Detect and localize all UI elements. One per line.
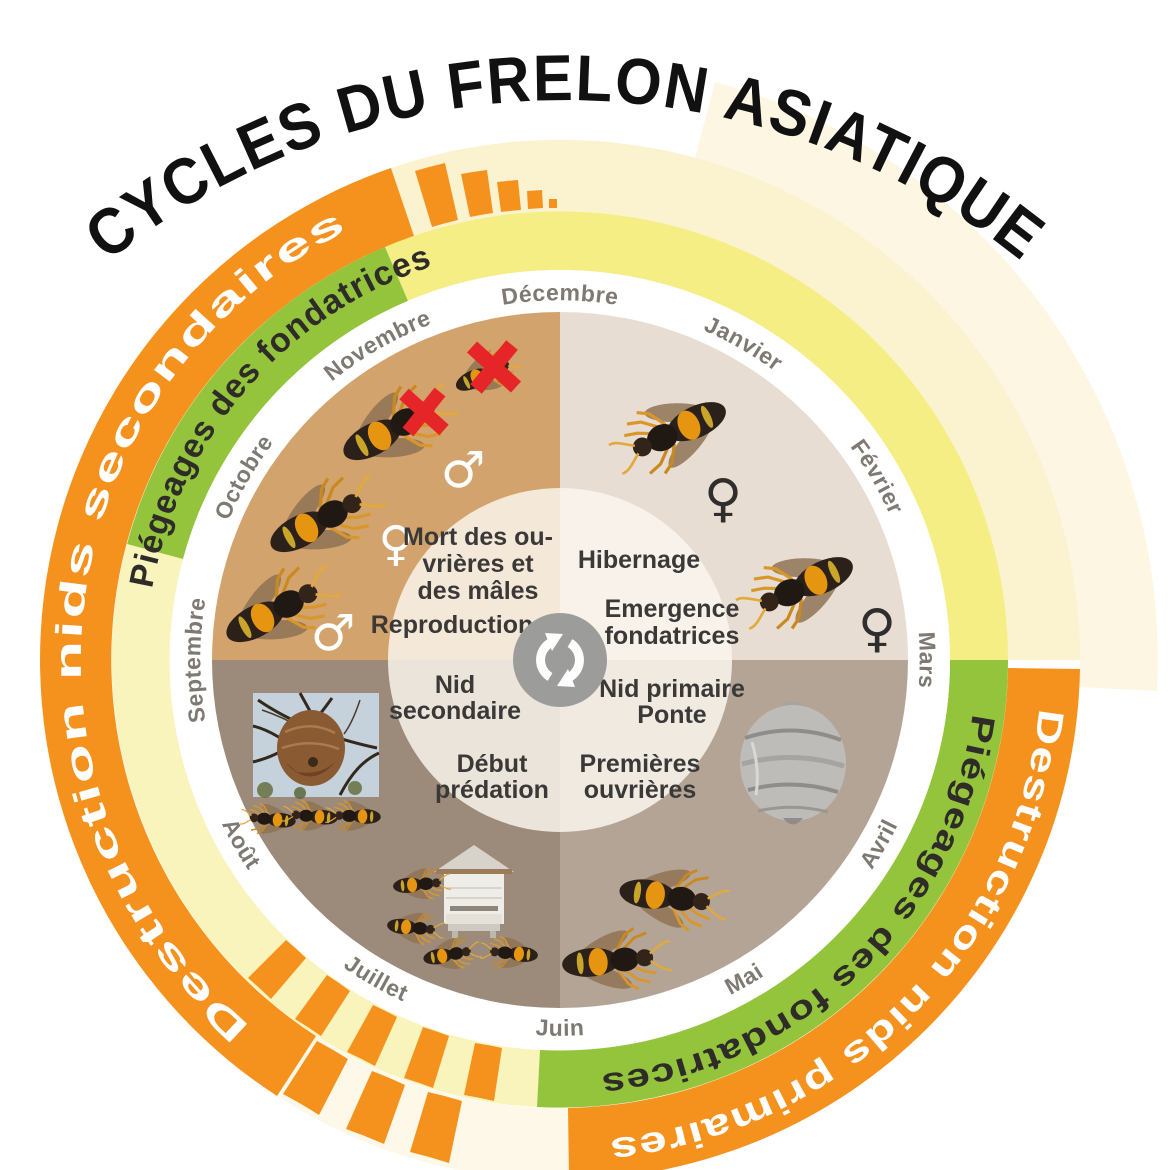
male-symbol: ♂ bbox=[441, 441, 486, 499]
label-hibernage: Hibernage bbox=[578, 546, 700, 574]
cream-band-right bbox=[391, 139, 1081, 660]
red-cross-kill-marker bbox=[399, 387, 449, 437]
label-nid-secondaire-line2: secondaire bbox=[389, 697, 521, 725]
orange-fade-stripes-top bbox=[415, 163, 557, 227]
label-emergence-line1: Emergence bbox=[605, 595, 740, 623]
label-nid-primaire-line2: Ponte bbox=[637, 701, 707, 729]
secondary-nest-photo bbox=[252, 692, 380, 799]
female-symbol: ♀ bbox=[378, 516, 413, 572]
label-emergence-line2: fondatrices bbox=[605, 622, 740, 650]
label-reproduction: Reproduction bbox=[371, 611, 534, 639]
label-nid-primaire-line1: Nid primaire bbox=[599, 675, 745, 703]
arc-destruction-primaires-band bbox=[568, 668, 1080, 1170]
cycle-arrows-icon bbox=[513, 613, 607, 707]
label-mort-line2: vrières et bbox=[422, 550, 534, 578]
female-symbol: ♀ bbox=[704, 469, 742, 529]
label-debut-line2: prédation bbox=[435, 776, 549, 804]
green-band-top-left bbox=[127, 247, 408, 559]
label-premieres-line1: Premières bbox=[580, 750, 701, 778]
label-debut-line1: Début bbox=[457, 750, 529, 778]
male-symbol: ♂ bbox=[311, 604, 356, 662]
label-mort-line1: Mort des ou- bbox=[403, 523, 553, 551]
beehive-illustration bbox=[434, 845, 514, 938]
inner-circle-spring bbox=[560, 660, 732, 832]
cream-band-bottom bbox=[277, 1036, 569, 1170]
green-band-bottom-right bbox=[537, 660, 1008, 1108]
female-symbol: ♀ bbox=[858, 599, 896, 659]
yellow-band-bright bbox=[385, 211, 1009, 660]
inner-circle-winter bbox=[560, 488, 732, 660]
orange-fade-stripes-bottom-outer bbox=[283, 1041, 462, 1163]
label-premieres-line2: ouvrières bbox=[584, 776, 697, 804]
label-mort-line3: des mâles bbox=[418, 577, 539, 605]
arc-destruction-secondaires-band bbox=[40, 168, 415, 1096]
month-label-mars: Mars bbox=[914, 631, 941, 689]
primary-nest-illustration bbox=[740, 702, 846, 825]
month-label-juin: Juin bbox=[535, 1014, 585, 1041]
orange-fade-stripes-bottom-inner bbox=[248, 940, 502, 1101]
month-label-septembre: Septembre bbox=[179, 595, 210, 724]
label-nid-secondaire-line1: Nid bbox=[435, 671, 475, 699]
inner-circle-autumn bbox=[388, 488, 560, 660]
inner-circle-summer bbox=[388, 660, 560, 832]
outer-cream-ring bbox=[695, 82, 1158, 691]
red-cross-kill-marker bbox=[466, 340, 522, 394]
